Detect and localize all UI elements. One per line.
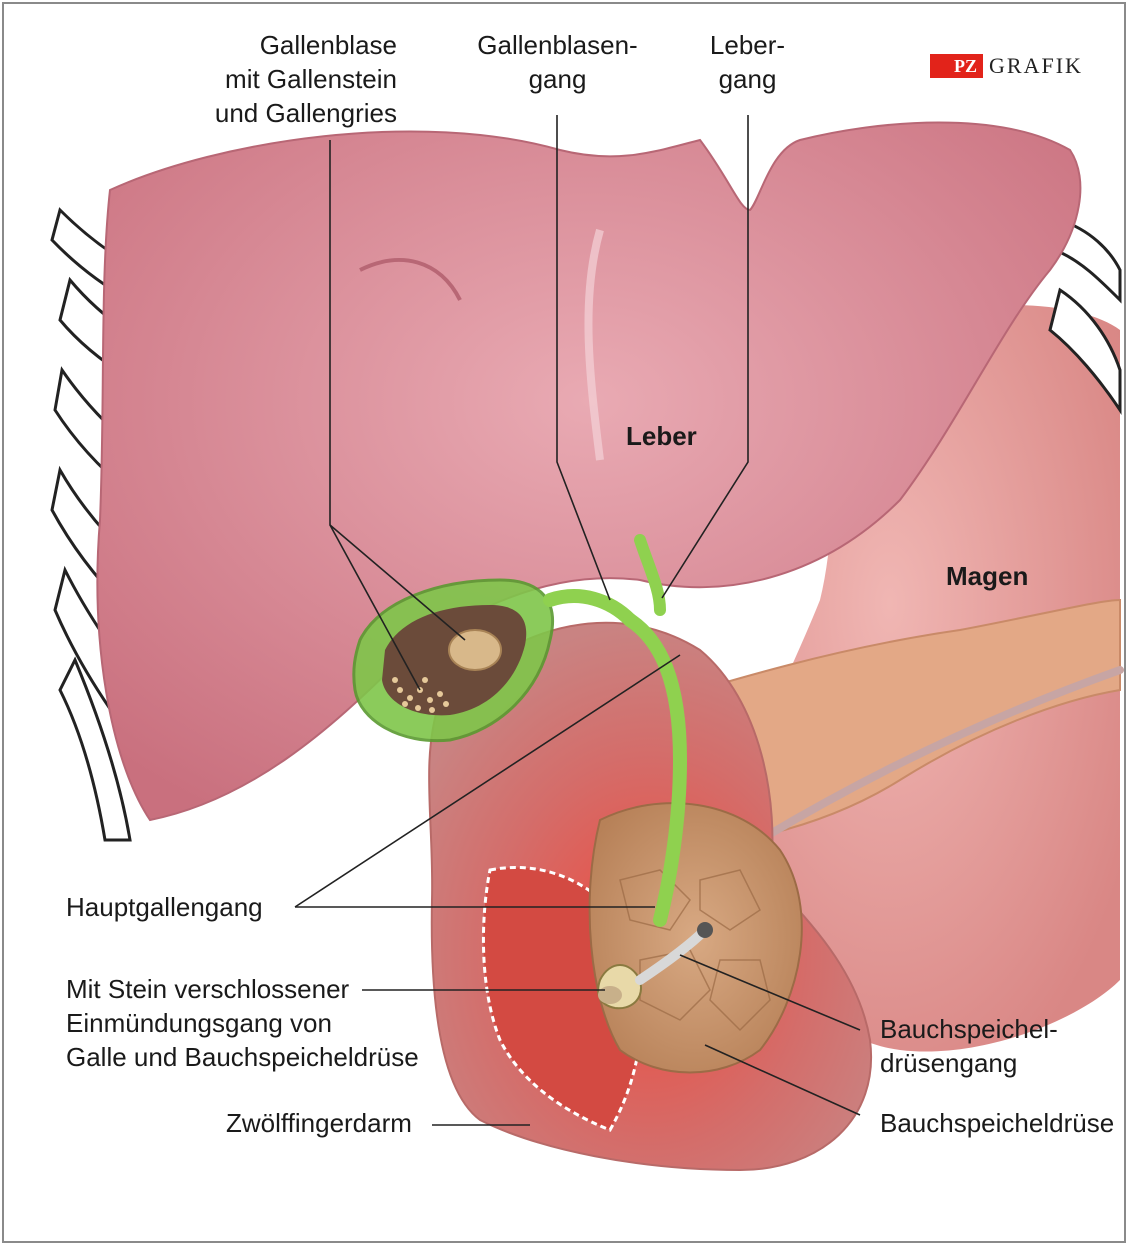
label-gallbladder-line3: und Gallengries [214,98,397,128]
label-pancreas: Bauchspeicheldrüse [880,1108,1115,1138]
grafik-text: GRAFIK [989,53,1083,78]
label-cystic-duct-line1: Gallenblasen- [477,30,638,60]
leader-pancreas [704,1044,861,1116]
label-stomach: Magen [946,561,1029,591]
label-hepatic-duct-line1: Leber- [709,30,786,60]
label-hepatic-duct: Leber- gang [690,28,805,96]
label-hepatic-duct-line2: gang [718,64,777,94]
stomach-vessel [756,666,1124,844]
gallstone [448,629,502,671]
label-gallbladder-line1: Gallenblase [259,30,397,60]
pancreatic-duct-opening [697,922,713,938]
label-gallbladder-line2: mit Gallenstein [225,64,397,94]
label-pancreatic-duct-line1: Bauchspeichel- [880,1014,1058,1044]
leader-lines [294,115,861,1126]
label-gallbladder: Gallenblase mit Gallenstein und Gallengr… [215,28,397,130]
leader-cystic-duct [556,115,611,601]
liver-notch [359,258,462,301]
label-pancreatic-duct: Bauchspeichel- drüsengang [880,1012,1058,1080]
pz-logo-box: PZ [930,54,984,78]
label-duodenum: Zwölffingerdarm [226,1108,412,1138]
liver-shape [96,121,1082,822]
label-blocked-duct-line3: Galle und Bauchspeicheldrüse [66,1042,419,1072]
pz-grafik-logo: PZ GRAFIK [930,54,1083,78]
label-cystic-duct-line2: gang [528,64,587,94]
label-liver: Leber [626,421,697,451]
ampulla-stone [598,986,622,1004]
bile-ducts [543,534,688,927]
leader-common-duct-a [294,654,681,908]
liver-highlight [584,228,604,461]
label-blocked-duct: Mit Stein verschlossener Einmündungsgang… [66,972,419,1074]
label-common-bile-duct: Hauptgallengang [66,892,263,922]
label-blocked-duct-line2: Einmündungsgang von [66,1008,332,1038]
leader-gallbladder-b [329,524,421,691]
leader-pancreatic-duct [679,954,861,1031]
leader-hepatic-duct [661,115,749,599]
label-pancreatic-duct-line2: drüsengang [880,1048,1018,1078]
ribs-right [1048,218,1122,415]
label-blocked-duct-line1: Mit Stein verschlossener [66,974,350,1004]
gallbladder-gravel [392,677,449,713]
label-cystic-duct: Gallenblasen- gang [470,28,645,96]
